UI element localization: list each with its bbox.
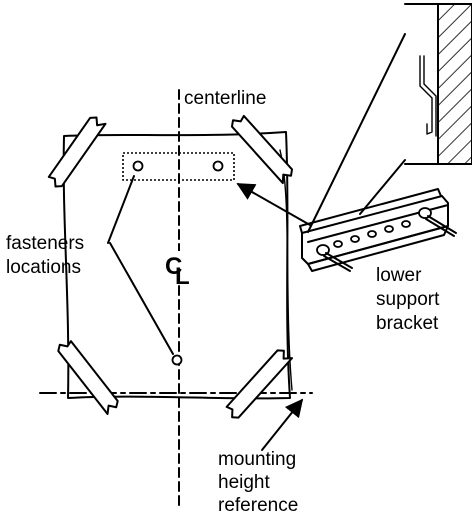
bracket-arrow (236, 183, 311, 226)
mounting-label-line1: mounting (218, 449, 296, 470)
cl-symbol-c: C (165, 253, 182, 280)
bracket-screw-right (418, 207, 457, 237)
tape-top-left (47, 116, 107, 188)
fastener-leader-lower (109, 242, 174, 355)
bracket-screw-left (316, 244, 353, 272)
bracket-label-line2: support (376, 289, 440, 310)
fastener-hole-left (132, 160, 144, 172)
centerline-label: centerline (184, 88, 266, 109)
tape-bottom-left (57, 340, 119, 416)
mounting-label-line2: height (218, 472, 270, 493)
upper-fastener-box (122, 152, 235, 181)
bracket-label-line3: bracket (376, 313, 439, 334)
paper-template (62, 131, 291, 400)
fastener-hole-lower (171, 354, 183, 366)
fasteners-label-line1: fasteners (6, 233, 84, 254)
cl-symbol-backing (165, 251, 193, 285)
tape-bottom-right (225, 349, 294, 419)
bracket-label-line1: lower (376, 265, 422, 286)
tape-top-right (230, 114, 294, 185)
inset-callout-line-upper (307, 33, 406, 233)
inset-callout-line-lower (359, 159, 406, 215)
mounting-arrow (261, 398, 304, 451)
fasteners-label-line2: locations (6, 257, 81, 278)
mounting-label-line3: reference (218, 495, 298, 514)
fastener-leader-upper (107, 175, 135, 244)
fastener-hole-right (212, 160, 224, 172)
wall-detail-inset (404, 3, 472, 165)
cl-symbol-l: L (175, 263, 190, 290)
